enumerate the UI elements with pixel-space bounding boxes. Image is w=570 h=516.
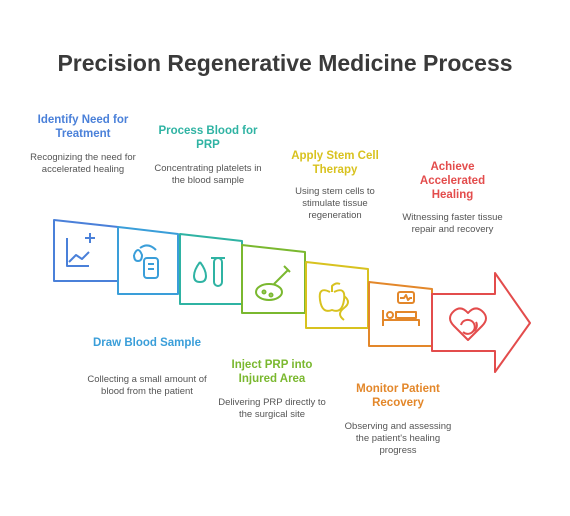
step-4-label: Inject PRP into Injured Area	[231, 359, 313, 385]
diagram-title: Precision Regenerative Medicine Process	[57, 50, 513, 76]
step-3-shape	[179, 233, 243, 305]
step-1-shape	[53, 219, 119, 282]
step-3-label: Process Blood for PRP	[158, 125, 258, 151]
step-5-shape	[305, 261, 369, 329]
step-2-desc: Collecting a small amount of blood from …	[87, 374, 207, 397]
step-5-desc: Using stem cells to stimulate tissue reg…	[295, 186, 375, 221]
step-1-desc: Recognizing the need for accelerated hea…	[30, 152, 136, 175]
step-7-desc: Witnessing faster tissue repair and reco…	[402, 212, 503, 235]
step-5-label: Apply Stem Cell Therapy	[291, 150, 379, 176]
step-2-label: Draw Blood Sample	[93, 337, 201, 349]
step-3-desc: Concentrating platelets in the blood sam…	[154, 163, 262, 186]
step-2-shape	[117, 226, 179, 295]
step-6-desc: Observing and assessing the patient's he…	[344, 421, 452, 456]
step-1-label: Identify Need for Treatment	[37, 114, 129, 140]
step-6-label: Monitor Patient Recovery	[356, 383, 440, 409]
step-4-shape	[241, 244, 306, 314]
step-7-shape	[431, 272, 531, 373]
step-4-desc: Delivering PRP directly to the surgical …	[218, 397, 326, 420]
step-6-shape	[368, 281, 433, 347]
step-7-label: Achieve Accelerated Healing	[419, 161, 486, 201]
